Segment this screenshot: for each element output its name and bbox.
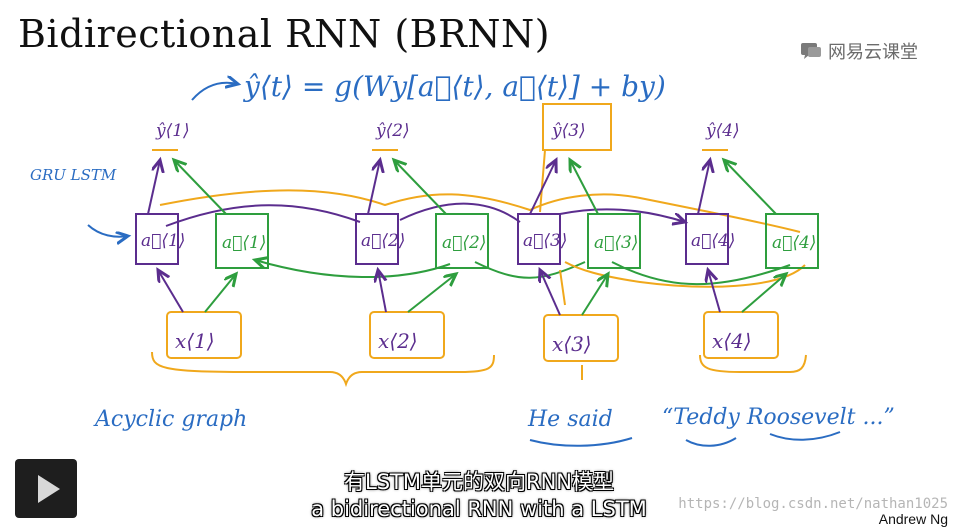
input-box-4	[703, 311, 779, 359]
sentence-a: He said	[527, 407, 613, 432]
backward-unit-2: a⃖⟨2⟩	[442, 233, 486, 253]
input-to-backward-3	[581, 274, 608, 316]
output-highlight-box	[542, 103, 612, 151]
forward-unit-box-1	[135, 213, 179, 265]
forward-chain	[165, 202, 685, 226]
backward-unit-4: a⃖⟨4⟩	[772, 233, 816, 253]
backward-to-output-4	[724, 160, 777, 215]
backward-unit-box-4	[765, 213, 819, 269]
backward-unit-box-1	[215, 213, 269, 269]
input-to-forward-4	[708, 270, 721, 313]
graph-note: Acyclic graph	[93, 407, 247, 432]
slide-title: Bidirectional RNN (BRNN)	[18, 12, 551, 56]
input-to-forward-1	[158, 270, 184, 313]
backward-to-output-3	[570, 160, 599, 215]
output-1: ŷ⟨1⟩	[155, 121, 190, 141]
backward-unit-1: a⃖⟨1⟩	[222, 233, 266, 253]
forward-unit-2: a⃗⟨2⟩	[361, 231, 405, 251]
backward-unit-box-3	[587, 213, 641, 269]
backward-unit-3: a⃖⟨3⟩	[594, 233, 638, 253]
play-icon	[38, 474, 60, 503]
backward-to-output-2	[394, 160, 447, 215]
input-1: x⟨1⟩	[175, 329, 215, 353]
input-3: x⟨3⟩	[552, 332, 592, 356]
underline-a	[529, 437, 633, 447]
formula-arrow	[191, 83, 238, 101]
sentence-b: “Teddy Roosevelt ...”	[662, 405, 895, 430]
time-steps: a⃗⟨1⟩ a⃖⟨1⟩ ŷ⟨1⟩ x⟨1⟩ a⃗⟨2⟩ a⃖⟨2⟩ ŷ⟨2⟩ x⟨2⟩ a⃗⟨3…	[135, 121, 819, 362]
output-4: ŷ⟨4⟩	[705, 121, 740, 141]
brand-logo: 网易云课堂	[800, 38, 918, 64]
watermark: https://blog.csdn.net/nathan1025	[678, 496, 948, 512]
forward-unit-4: a⃗⟨4⟩	[691, 231, 735, 251]
forward-unit-box-2	[355, 213, 399, 265]
output-2: ŷ⟨2⟩	[375, 121, 410, 141]
acyclic-brace	[151, 351, 495, 388]
input-brace	[699, 354, 807, 373]
input-box-3	[543, 314, 619, 362]
input-to-backward-4	[741, 274, 786, 313]
author-credit: Andrew Ng	[878, 511, 948, 527]
forward-to-output-1	[147, 160, 160, 215]
input-4: x⟨4⟩	[712, 329, 752, 353]
highlight-path	[159, 149, 806, 306]
play-button[interactable]	[15, 459, 77, 518]
cell-note-arrow	[87, 224, 128, 237]
forward-unit-1: a⃗⟨1⟩	[141, 231, 185, 251]
underline-c	[769, 431, 841, 441]
backward-to-output-1	[174, 160, 227, 215]
underline-b	[685, 437, 737, 447]
forward-unit-box-4	[685, 213, 729, 265]
input-box-2	[369, 311, 445, 359]
chat-bubble-icon	[801, 43, 821, 59]
brand-label: 网易云课堂	[828, 42, 918, 63]
input-to-backward-1	[204, 274, 236, 313]
forward-unit-3: a⃗⟨3⟩	[523, 231, 567, 251]
forward-to-output-4	[697, 160, 710, 215]
input-box-1	[166, 311, 242, 359]
backward-unit-box-2	[435, 213, 489, 269]
input-2: x⟨2⟩	[378, 329, 418, 353]
input-to-forward-2	[378, 270, 386, 313]
output-3: ŷ⟨3⟩	[551, 121, 586, 141]
forward-to-output-2	[367, 160, 380, 215]
subtitle-chinese: 有LSTM单元的双向RNN模型	[344, 470, 614, 494]
subtitle-english: a bidirectional RNN with a LSTM	[311, 497, 647, 521]
formula: ŷ⟨t⟩ = g(Wy[a⃗⟨t⟩, a⃖⟨t⟩] + by)	[242, 70, 666, 103]
input-to-backward-2	[407, 274, 456, 313]
cell-note: GRU LSTM	[30, 166, 117, 184]
forward-unit-box-3	[517, 213, 561, 265]
forward-to-output-3	[529, 160, 556, 215]
input-to-forward-3	[540, 270, 561, 316]
